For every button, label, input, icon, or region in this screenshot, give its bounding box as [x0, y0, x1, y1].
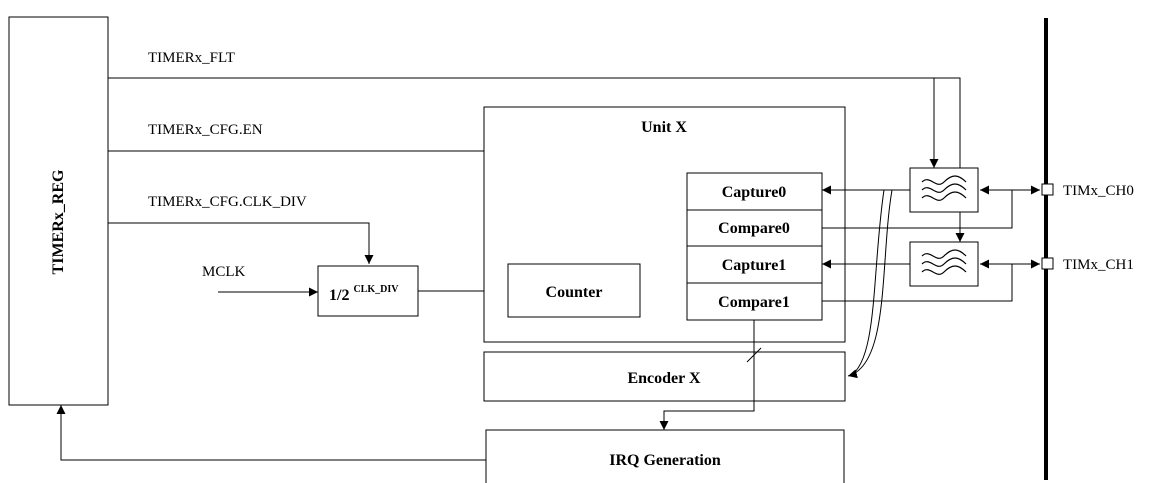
encoder-block	[483, 351, 846, 402]
irq-label: IRQ Generation	[609, 452, 721, 469]
flt-wire	[108, 77, 961, 180]
irq-to-register-wire	[56, 405, 486, 461]
clock-divider-block	[317, 265, 419, 317]
clock-divider-base: 1/2	[329, 287, 349, 304]
ch0-pin-label: TIMx_CH0	[1063, 183, 1134, 199]
encoder-label: Encoder X	[627, 370, 700, 387]
timer-cfg-en-label: TIMERx_CFG.EN	[148, 122, 263, 138]
compare0-label: Compare0	[718, 220, 790, 237]
ch1-pin-label: TIMx_CH1	[1063, 257, 1134, 273]
filter1-block	[909, 241, 979, 287]
timer-flt-label: TIMERx_FLT	[148, 50, 235, 66]
timer-reg-label: TIMERx_REG	[50, 169, 67, 274]
cfg-clkdiv-wire	[108, 222, 374, 264]
compare1-block	[686, 282, 823, 321]
clock-divider-label: 1/2 CLK_DIV	[329, 284, 399, 304]
irq-block	[485, 429, 845, 483]
capture0-to-encoder-wire	[847, 189, 893, 379]
waveform-filter-icon	[921, 175, 967, 201]
capture1-label: Capture1	[722, 257, 787, 274]
compare0-output-wire	[822, 190, 1013, 229]
timer-cfg-clkdiv-label: TIMERx_CFG.CLK_DIV	[148, 194, 307, 210]
timer-reg-block	[8, 16, 109, 406]
ch0-pin	[1041, 183, 1054, 196]
filter0-block	[909, 167, 979, 213]
counter-label: Counter	[546, 284, 603, 301]
ch1-pin	[1041, 257, 1054, 270]
capture1-to-encoder-wire	[849, 189, 885, 377]
mclk-label: MCLK	[202, 264, 246, 280]
bus-slash-mark	[746, 347, 762, 363]
unit-label: Unit X	[641, 119, 687, 136]
compare1-label: Compare1	[718, 294, 790, 311]
clock-divider-exponent: CLK_DIV	[353, 284, 399, 295]
waveform-filter-icon	[921, 249, 967, 275]
compare0-block	[686, 209, 823, 247]
capture1-block	[686, 245, 823, 284]
capture0-label: Capture0	[722, 184, 787, 201]
compare1-output-wire	[822, 264, 1013, 302]
unit-to-irq-wire	[659, 320, 755, 430]
counter-block	[507, 263, 641, 318]
